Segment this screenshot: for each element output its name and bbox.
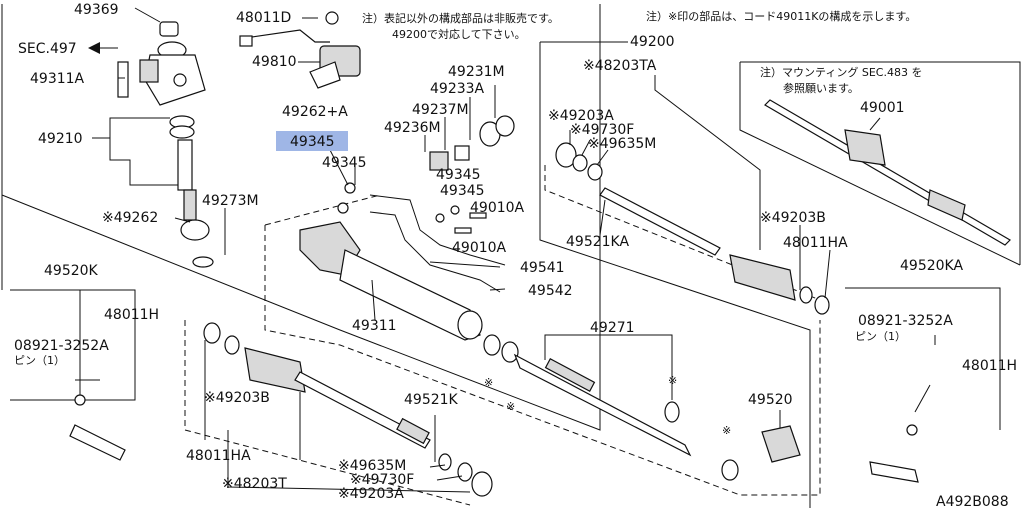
note-top-right: 注）※印の部品は、コード49011Kの構成を示します。 [646, 9, 916, 23]
seal-rings [169, 115, 195, 139]
label-49369[interactable]: 49369 [74, 2, 119, 18]
label-49520KA[interactable]: 49520KA [900, 258, 963, 274]
label-49730F-lower[interactable]: ※49730F [350, 472, 414, 488]
label-49203B-lower[interactable]: ※49203B [204, 390, 270, 406]
label-pin-left[interactable]: ピン（1） [14, 354, 65, 367]
gear-housing-49311 [299, 221, 519, 363]
bolts-49010A [454, 212, 487, 234]
label-49203A-upper[interactable]: ※49203A [548, 108, 614, 124]
valve-housing-assembly [117, 21, 206, 106]
label-48011H-left[interactable]: 48011H [104, 307, 159, 323]
solenoid-49810 [239, 11, 361, 89]
label-49635M-upper[interactable]: ※49635M [588, 136, 656, 152]
label-49345-c[interactable]: 49345 [440, 183, 485, 199]
adjuster-49231M [429, 115, 515, 171]
label-49345-a[interactable]: 49345 [322, 155, 367, 171]
tube-49541 [369, 194, 506, 293]
leader-lines [75, 7, 936, 493]
label-49262-star[interactable]: ※49262 [102, 210, 158, 226]
label-49541[interactable]: 49541 [520, 260, 565, 276]
label-49200[interactable]: 49200 [630, 34, 675, 50]
pinion-shaft [177, 139, 214, 268]
label-49311A[interactable]: 49311A [30, 71, 85, 87]
label-49237M[interactable]: 49237M [412, 102, 469, 118]
label-49520[interactable]: 49520 [748, 392, 793, 408]
label-49203A-lower[interactable]: ※49203A [338, 486, 404, 502]
label-48203TA[interactable]: ※48203TA [583, 58, 657, 74]
label-49233A[interactable]: 49233A [430, 81, 485, 97]
label-49273M[interactable]: 49273M [202, 193, 259, 209]
tie-rod-end-right [869, 424, 919, 483]
label-49521KA[interactable]: 49521KA [566, 234, 629, 250]
label-49810[interactable]: 49810 [252, 54, 297, 70]
label-49345-highlight[interactable]: 49345 [290, 134, 335, 150]
tie-rod-49521K [203, 322, 493, 497]
highlight-49345[interactable] [276, 131, 348, 151]
label-48203T[interactable]: ※48203T [222, 476, 287, 492]
label-49231M[interactable]: 49231M [448, 64, 505, 80]
label-49001[interactable]: 49001 [860, 100, 905, 116]
label-49520K[interactable]: 49520K [44, 263, 99, 279]
gear-assembly-49001 [764, 99, 1011, 246]
mounting-49520 [721, 425, 801, 481]
label-48011HA-lower[interactable]: 48011HA [186, 448, 251, 464]
note-top-center-2: 49200で対応して下さい。 [392, 27, 526, 41]
label-49236M[interactable]: 49236M [384, 120, 441, 136]
gasket-49345 [337, 182, 460, 223]
label-08921-right[interactable]: 08921-3252A [858, 313, 953, 329]
label-49730F-upper[interactable]: ※49730F [570, 122, 634, 138]
label-49271[interactable]: 49271 [590, 320, 635, 336]
label-49311[interactable]: 49311 [352, 318, 397, 334]
note-mounting-1: 注）マウンティング SEC.483 を [760, 65, 922, 79]
label-49010A-b[interactable]: 49010A [452, 240, 507, 256]
label-48011H-right[interactable]: 48011H [962, 358, 1017, 374]
label-48011HA-upper[interactable]: 48011HA [783, 235, 848, 251]
label-49542[interactable]: 49542 [528, 283, 573, 299]
label-49210[interactable]: 49210 [38, 131, 83, 147]
note-top-center-1: 注）表記以外の構成部品は非販売です。 [362, 11, 559, 25]
label-49521K[interactable]: 49521K [404, 392, 459, 408]
figure-code: A492B088 [936, 494, 1009, 510]
label-asterisk-3: ※ [668, 374, 677, 387]
label-49203B-upper[interactable]: ※49203B [760, 210, 826, 226]
label-asterisk-2: ※ [506, 400, 515, 413]
label-sec497[interactable]: SEC.497 [18, 41, 77, 57]
label-49345-b[interactable]: 49345 [436, 167, 481, 183]
rack-bar-49271 [513, 353, 692, 457]
label-asterisk-1: ※ [484, 376, 493, 389]
tie-rod-end-left [69, 394, 126, 461]
label-49010A-a[interactable]: 49010A [470, 200, 525, 216]
label-08921-left[interactable]: 08921-3252A [14, 338, 109, 354]
boot-49203B [729, 254, 830, 315]
note-mounting-2: 参照願います。 [783, 81, 859, 95]
arrow-left-icon [88, 42, 118, 54]
frame-lines [1, 4, 1021, 508]
label-pin-right[interactable]: ピン（1） [855, 330, 906, 343]
label-49262A[interactable]: 49262+A [282, 104, 348, 120]
label-49635M-lower[interactable]: ※49635M [338, 458, 406, 474]
label-48011D[interactable]: 48011D [236, 10, 291, 26]
label-asterisk-4: ※ [722, 424, 731, 437]
tie-rod-49521KA [555, 142, 721, 256]
